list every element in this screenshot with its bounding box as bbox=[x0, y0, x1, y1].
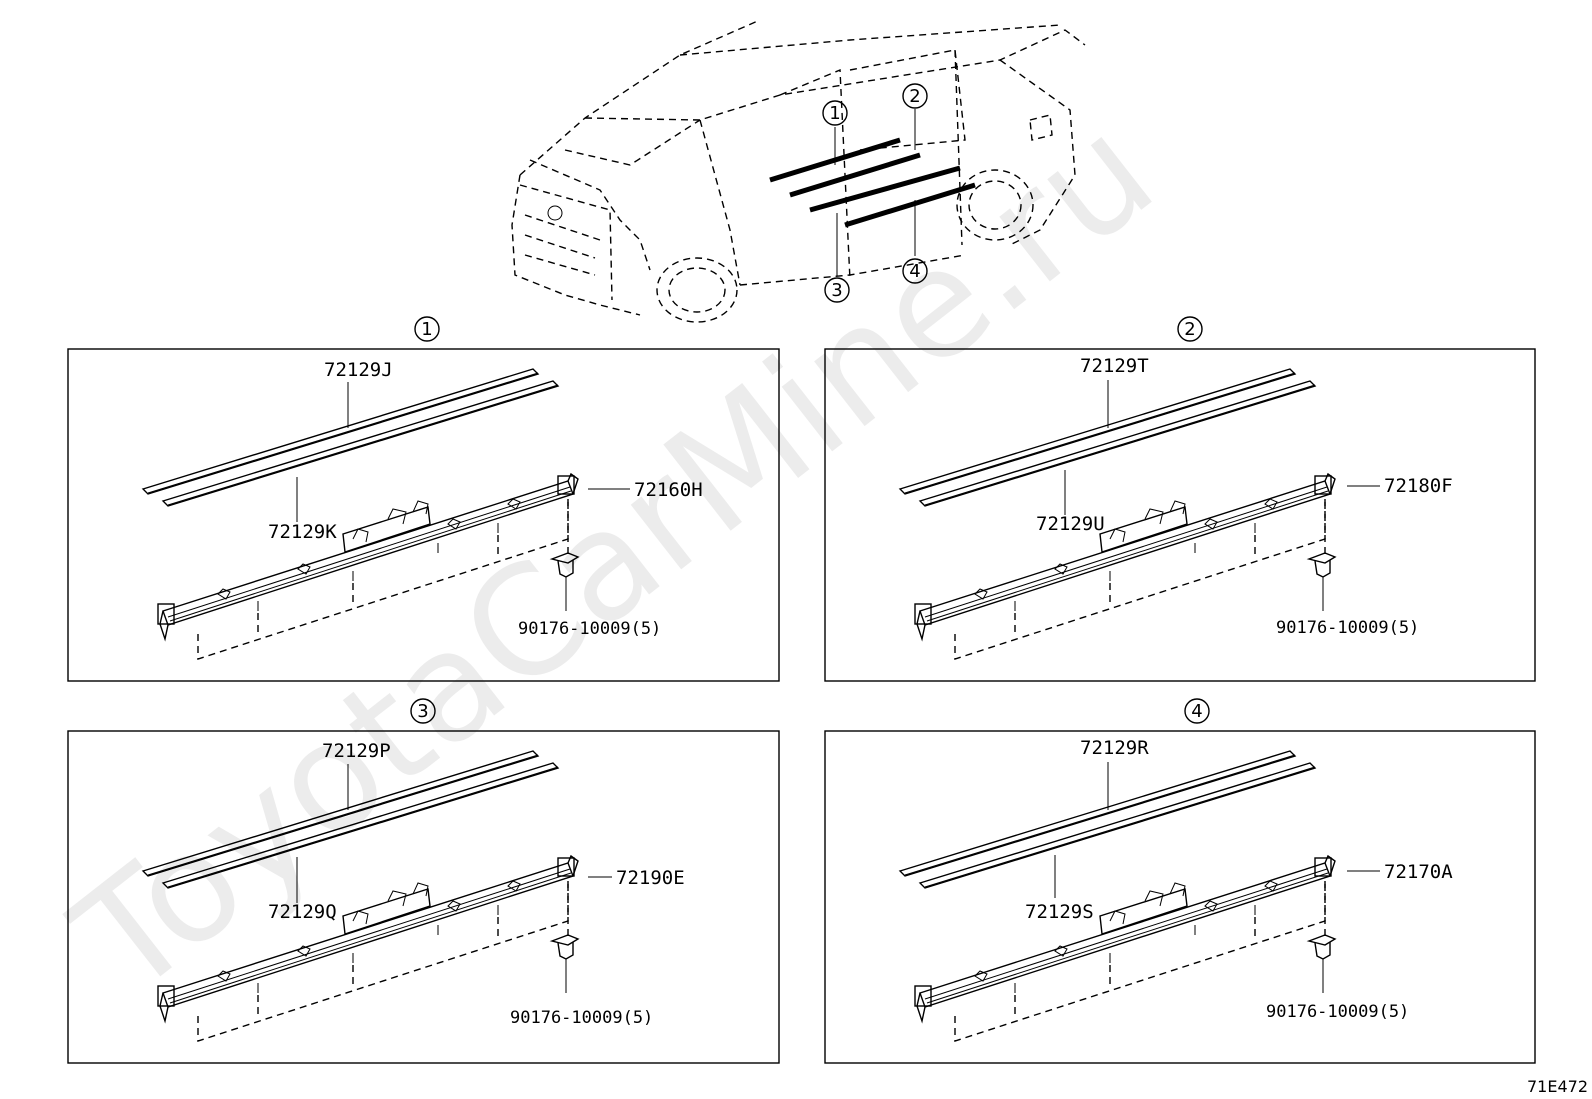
panel-3-number: 3 bbox=[417, 701, 428, 722]
panel-2: 2 72129T 72129U 72180F 90176-10009(5) bbox=[824, 316, 1536, 682]
panel-3: 3 72129P 72129Q 72190E 90176-10009(5) bbox=[67, 698, 780, 1064]
overview-callout-3: 3 bbox=[824, 277, 850, 303]
part-number-lower-strip: 72129K bbox=[268, 521, 337, 543]
panel-3-number-circle bbox=[410, 698, 436, 724]
panel-2-number: 2 bbox=[1184, 319, 1195, 340]
overview-callout-2: 2 bbox=[902, 83, 928, 109]
diagram-code: 71E472 bbox=[1527, 1077, 1588, 1096]
part-number-top-strip: 72129J bbox=[324, 359, 393, 381]
part-number-clip: 90176-10009(5) bbox=[518, 619, 661, 639]
overview-callout-1: 1 bbox=[822, 100, 848, 126]
svg-text:4: 4 bbox=[909, 261, 920, 282]
svg-text:2: 2 bbox=[909, 86, 920, 107]
panel-1-number: 1 bbox=[421, 319, 432, 340]
part-number-rail: 72180F bbox=[1384, 475, 1453, 497]
part-number-rail: 72160H bbox=[634, 479, 703, 501]
part-number-lower-strip: 72129S bbox=[1025, 901, 1094, 923]
part-number-top-strip: 72129P bbox=[322, 740, 391, 762]
overview-callout-4: 4 bbox=[902, 258, 928, 284]
panel-3-frame bbox=[67, 730, 780, 1064]
svg-text:3: 3 bbox=[831, 280, 842, 301]
part-number-top-strip: 72129R bbox=[1080, 737, 1149, 759]
part-number-lower-strip: 72129U bbox=[1036, 513, 1105, 535]
part-number-rail: 72190E bbox=[616, 867, 685, 889]
panel-2-number-circle bbox=[1177, 316, 1203, 342]
panel-1: 1 72129J 72129K 72160H 90176-10009(5) bbox=[67, 316, 780, 682]
panel-4-frame bbox=[824, 730, 1536, 1064]
panel-1-frame bbox=[67, 348, 780, 682]
part-number-clip: 90176-10009(5) bbox=[1266, 1002, 1409, 1022]
part-number-lower-strip: 72129Q bbox=[268, 901, 337, 923]
watermark: ToyotaCarMine.ru bbox=[44, 84, 1185, 1028]
panel-4: 4 72129R 72129S 72170A 90176-10009(5) bbox=[824, 698, 1536, 1064]
vehicle-overview bbox=[511, 19, 1086, 323]
panel-4-number-circle bbox=[1184, 698, 1210, 724]
part-number-clip: 90176-10009(5) bbox=[510, 1008, 653, 1028]
panel-4-number: 4 bbox=[1191, 701, 1202, 722]
svg-text:1: 1 bbox=[829, 103, 840, 124]
part-number-clip: 90176-10009(5) bbox=[1276, 618, 1419, 638]
panel-1-number-circle bbox=[414, 316, 440, 342]
part-number-top-strip: 72129T bbox=[1080, 355, 1149, 377]
part-number-rail: 72170A bbox=[1384, 861, 1453, 883]
panel-2-frame bbox=[824, 348, 1536, 682]
